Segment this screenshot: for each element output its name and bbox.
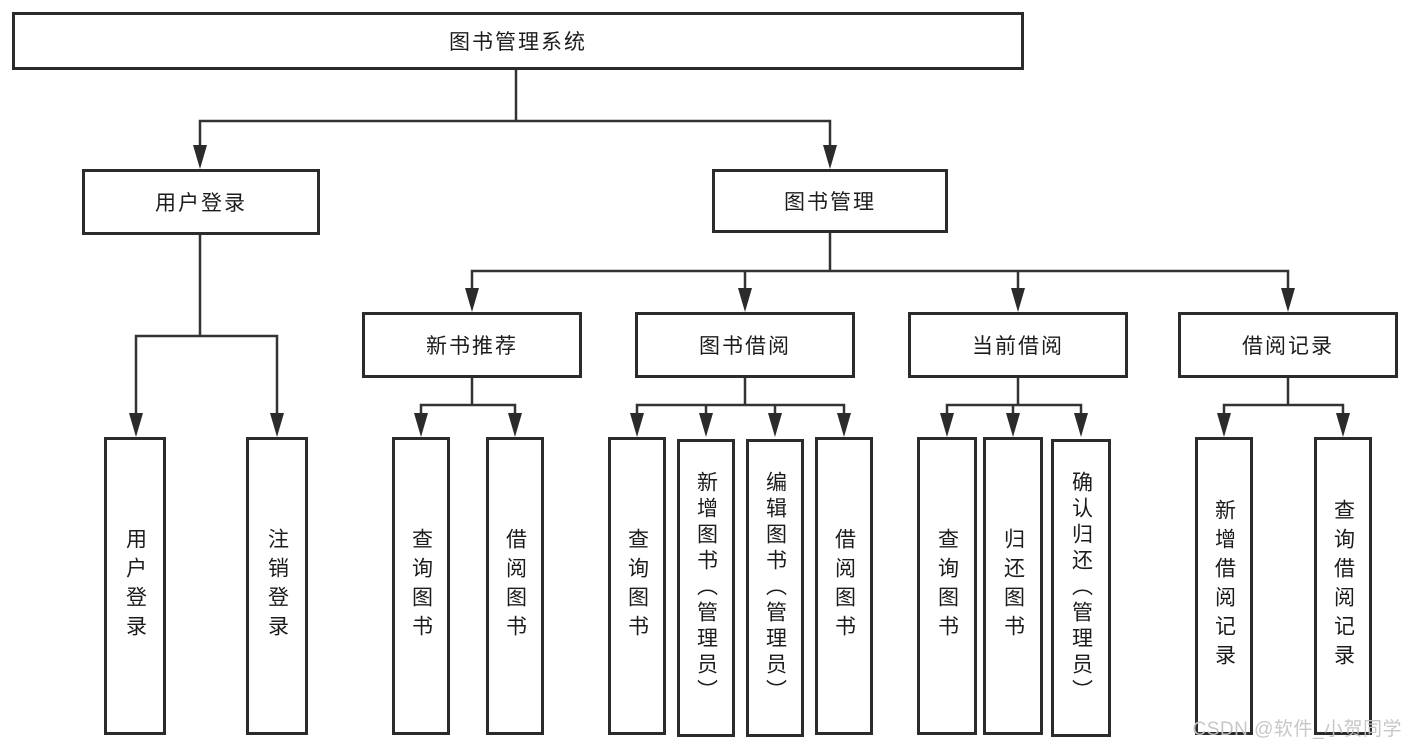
leaf-add-borrow-record: 新增借阅记录 — [1195, 437, 1253, 735]
arrowheads — [129, 145, 1350, 437]
leaf-user-login: 用户登录 — [104, 437, 166, 735]
node-book-borrowing-label: 图书借阅 — [699, 335, 791, 358]
node-current-borrowing-label: 当前借阅 — [972, 335, 1064, 358]
leaf-logout-label: 注销登录 — [265, 528, 289, 644]
leaf-add-borrow-record-label: 新增借阅记录 — [1212, 499, 1236, 673]
leaf-query-books-current-label: 查询图书 — [935, 528, 959, 644]
connector-wires — [134, 68, 1345, 419]
watermark: CSDN @软件_小贺同学 — [1192, 719, 1402, 740]
node-book-management-label: 图书管理 — [784, 191, 876, 214]
leaf-query-books-current: 查询图书 — [917, 437, 977, 735]
leaf-return-books-label: 归还图书 — [1001, 528, 1025, 644]
leaf-confirm-return-admin-label: 确认归还（管理员） — [1069, 471, 1093, 705]
node-book-borrowing: 图书借阅 — [635, 312, 855, 378]
node-borrowing-records-label: 借阅记录 — [1242, 335, 1334, 358]
leaf-borrow-books-borrowing-label: 借阅图书 — [832, 528, 856, 644]
leaf-query-books-recommend-label: 查询图书 — [409, 528, 433, 644]
node-book-management: 图书管理 — [712, 169, 948, 233]
leaf-add-book-admin-label: 新增图书（管理员） — [694, 471, 718, 705]
leaf-query-books-borrowing-label: 查询图书 — [625, 528, 649, 644]
leaf-query-borrow-record-label: 查询借阅记录 — [1331, 499, 1355, 673]
leaf-return-books: 归还图书 — [983, 437, 1043, 735]
leaf-borrow-books-recommend: 借阅图书 — [486, 437, 544, 735]
leaf-query-books-recommend: 查询图书 — [392, 437, 450, 735]
leaf-edit-book-admin: 编辑图书（管理员） — [746, 439, 804, 737]
leaf-query-borrow-record: 查询借阅记录 — [1314, 437, 1372, 735]
leaf-logout: 注销登录 — [246, 437, 308, 735]
leaf-user-login-label: 用户登录 — [123, 528, 147, 644]
node-new-book-recommend-label: 新书推荐 — [426, 335, 518, 358]
leaf-edit-book-admin-label: 编辑图书（管理员） — [763, 471, 787, 705]
node-user-login-label: 用户登录 — [155, 192, 247, 215]
leaf-confirm-return-admin: 确认归还（管理员） — [1051, 439, 1111, 737]
node-borrowing-records: 借阅记录 — [1178, 312, 1398, 378]
node-new-book-recommend: 新书推荐 — [362, 312, 582, 378]
leaf-borrow-books-borrowing: 借阅图书 — [815, 437, 873, 735]
node-root: 图书管理系统 — [12, 12, 1024, 70]
node-current-borrowing: 当前借阅 — [908, 312, 1128, 378]
node-root-label: 图书管理系统 — [449, 31, 587, 54]
leaf-query-books-borrowing: 查询图书 — [608, 437, 666, 735]
leaf-borrow-books-recommend-label: 借阅图书 — [503, 528, 527, 644]
node-user-login: 用户登录 — [82, 169, 320, 235]
leaf-add-book-admin: 新增图书（管理员） — [677, 439, 735, 737]
